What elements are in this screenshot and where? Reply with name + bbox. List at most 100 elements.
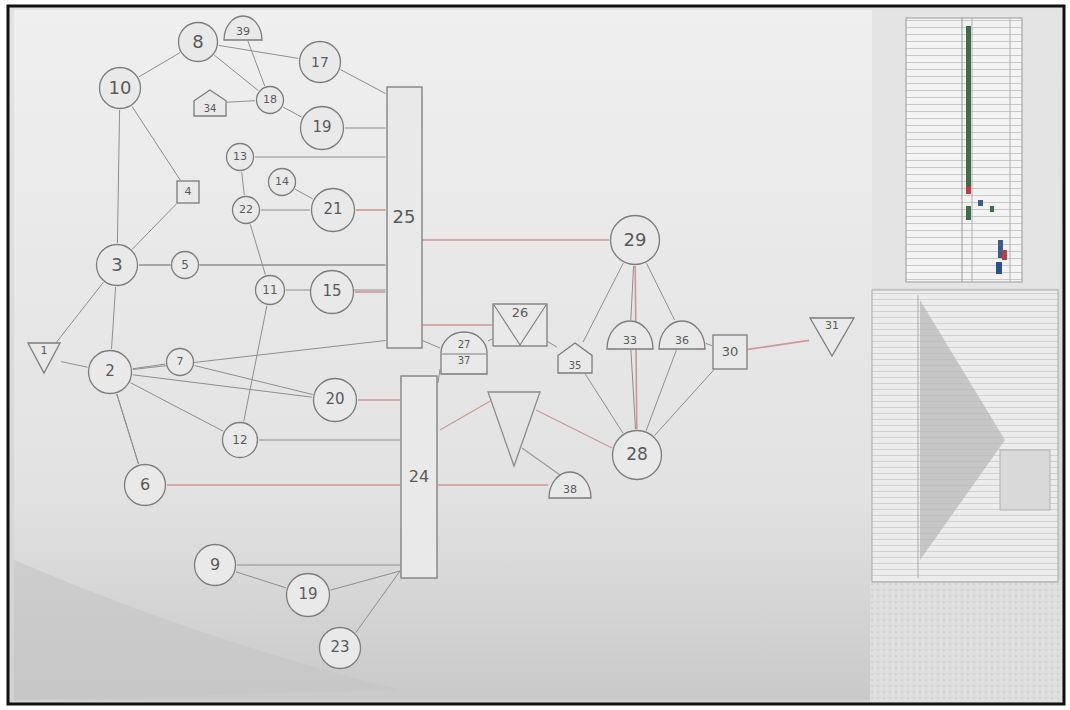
outline-shape: [269, 169, 296, 196]
event-circle: 2: [87, 349, 133, 395]
pencil-connector: [219, 45, 299, 58]
outline-shape: [300, 42, 341, 83]
outline-shape: [224, 16, 262, 40]
outline-shape: [314, 379, 357, 422]
outline-shape: [810, 318, 854, 356]
pencil-connector: [130, 383, 223, 432]
pencil-connector: [356, 209, 386, 211]
event-circle: 12: [221, 421, 259, 459]
outline-shape: [172, 252, 199, 279]
pencil-connector: [341, 70, 386, 94]
node-number: 5: [181, 259, 189, 272]
process-box: 30: [712, 334, 748, 370]
pencil-connector: [248, 41, 265, 86]
event-circle: 29: [609, 214, 661, 266]
node-number: 6: [140, 477, 150, 494]
event-circle: 6: [123, 463, 167, 507]
pencil-connector: [355, 291, 386, 293]
node-number: 28: [626, 446, 648, 464]
event-circle: 19: [285, 572, 331, 618]
event-circle: 9: [193, 543, 237, 587]
node-shape: 35: [557, 342, 593, 374]
event-circle: 5: [170, 250, 200, 280]
node-number: 1: [41, 345, 48, 357]
photo-frame: [8, 6, 1064, 704]
pencil-connector: [244, 306, 267, 422]
outline-shape: [287, 574, 330, 617]
node-number: 38: [563, 484, 577, 496]
node-shape: 38: [548, 471, 592, 499]
node-number: 34: [204, 104, 217, 115]
outline-shape: [28, 343, 60, 373]
outline-shape: [558, 343, 592, 373]
outline-shape: [233, 197, 260, 224]
pencil-connector: [646, 350, 676, 431]
pencil-connector: [438, 369, 440, 383]
sheet-back: [872, 12, 1060, 288]
pencil-connector: [283, 107, 302, 117]
pencil-connector: [748, 340, 809, 349]
pencil-connector: [242, 172, 245, 195]
node-number: 3: [111, 256, 122, 275]
node-number: 23: [330, 640, 349, 656]
table-grid: [906, 18, 1022, 282]
pencil-connector: [331, 571, 401, 590]
pencil-connector: [654, 370, 713, 436]
node-number: 8: [192, 33, 203, 52]
node-number: 17: [311, 55, 329, 70]
pencil-connector: [117, 394, 139, 464]
outline-shape: [97, 245, 138, 286]
outline-shape: [100, 68, 141, 109]
pencil-connector: [112, 287, 116, 349]
pencil-connector: [631, 350, 636, 429]
matrix-grid: [872, 290, 1058, 582]
outline-shape: [89, 351, 132, 394]
event-circle: 7: [165, 347, 195, 377]
pencil-connector: [61, 362, 88, 368]
node-shape: 36: [658, 320, 706, 350]
divider-line: [442, 353, 486, 354]
node-number: 37: [458, 356, 471, 367]
bar-mark: [966, 206, 971, 220]
pencil-connector: [237, 565, 400, 566]
pencil-line: [522, 448, 560, 475]
matrix-sheet: [872, 290, 1058, 582]
node-number: 15: [322, 284, 341, 300]
outline-shape: [549, 472, 591, 498]
table-rule: [1010, 18, 1011, 282]
pencil-connector: [139, 53, 180, 77]
pencil-connector: [423, 239, 610, 241]
node-shape: 26: [492, 303, 548, 347]
event-circle: 28: [611, 429, 663, 481]
pencil-connector: [255, 157, 386, 158]
event-circle: 8: [177, 21, 219, 63]
pencil-connector: [250, 224, 265, 274]
pencil-connector: [647, 263, 675, 320]
node-number: 25: [393, 208, 416, 227]
pencil-connector: [295, 189, 313, 199]
pencil-connector: [227, 101, 255, 103]
bar-mark: [990, 206, 994, 212]
event-circle: 15: [309, 269, 355, 315]
matrix-triangle: [920, 300, 1005, 560]
outline-shape: [441, 332, 487, 374]
event-circle: 22: [231, 195, 261, 225]
outline-shape: [223, 423, 258, 458]
node-number: 22: [239, 204, 253, 216]
node-number: 33: [623, 335, 637, 347]
node-number: 7: [177, 356, 184, 368]
node-shape: 31: [809, 317, 855, 357]
event-circle: 14: [267, 167, 297, 197]
outline-shape: [301, 107, 344, 150]
node-outline: [440, 331, 488, 375]
matrix-key: [1000, 450, 1050, 510]
node-number: 31: [825, 320, 839, 332]
pencil-connector: [423, 341, 441, 349]
outline-shape: [493, 304, 547, 346]
outline-shape: [611, 216, 660, 265]
event-circle: 3: [95, 243, 139, 287]
